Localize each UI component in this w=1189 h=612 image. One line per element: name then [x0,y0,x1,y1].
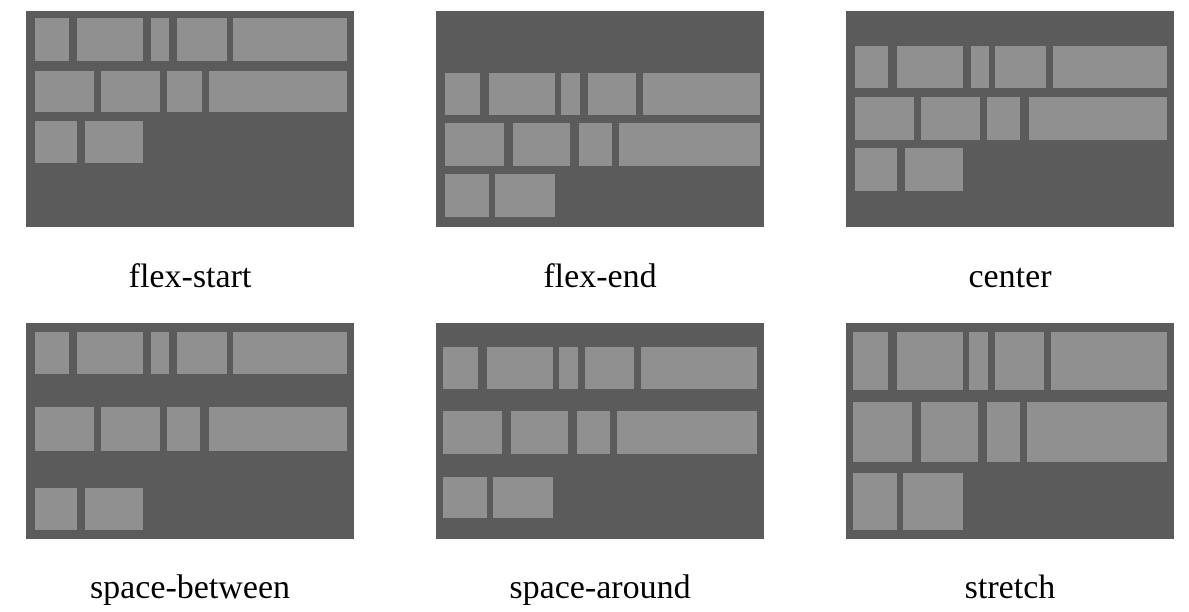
caption-space-between: space-between [89,569,291,606]
caption-space-around: space-around [509,569,691,606]
flex-item [35,71,94,112]
flex-item [167,71,202,112]
flex-item [493,477,553,518]
flex-item [995,46,1046,88]
flex-item [897,332,963,390]
panel-center [846,11,1174,227]
flex-item [101,71,160,112]
flex-item [151,18,169,61]
flex-item [585,347,634,389]
flex-item [853,473,897,530]
flex-item [855,46,888,88]
flex-item [487,347,553,389]
flex-item [1051,332,1167,390]
flex-item [1029,97,1167,140]
flex-item [85,488,143,530]
flex-item [35,121,77,163]
flex-item [588,73,636,115]
flex-item [85,121,143,163]
flex-item [177,18,227,61]
flex-item [445,174,489,217]
flex-item [643,73,760,115]
flex-item [167,407,200,451]
flex-item [1027,402,1167,462]
flex-item [969,332,988,390]
flex-item [559,347,578,389]
flex-item [1053,46,1167,88]
flex-item [987,97,1020,140]
flex-item [855,97,914,140]
flex-item [209,71,347,112]
flex-item [641,347,757,389]
flex-item [445,73,480,115]
flex-item [489,73,555,115]
flex-item [921,402,978,462]
flex-item [209,407,347,451]
flex-item [577,411,610,454]
caption-center: center [968,258,1052,295]
panel-space-around [436,323,764,539]
flex-item [971,46,989,88]
flex-item [853,402,912,462]
flex-item [855,148,897,191]
caption-flex-start: flex-start [128,258,252,295]
flex-item [513,123,570,166]
flex-item [35,332,69,374]
flex-item [35,488,77,530]
flex-item [233,332,347,374]
flex-item [443,347,478,389]
flex-item [579,123,612,166]
flex-item [921,97,980,140]
caption-flex-end: flex-end [543,258,657,295]
panel-flex-end [436,11,764,227]
flex-item [443,411,502,454]
panel-flex-start [26,11,354,227]
flex-item [619,123,760,166]
flex-item [151,332,169,374]
flex-item [995,332,1044,390]
flex-item [903,473,963,530]
flex-item [561,73,580,115]
flex-item [987,402,1020,462]
flex-item [77,18,143,61]
flex-item [233,18,347,61]
panel-space-between [26,323,354,539]
flex-item [35,407,94,451]
flex-item [617,411,757,454]
flex-item [177,332,227,374]
flex-item [495,174,555,217]
caption-stretch: stretch [964,569,1056,606]
flex-item [101,407,160,451]
flex-item [77,332,143,374]
flex-item [905,148,963,191]
flex-item [443,477,487,518]
flex-item [35,18,69,61]
flex-item [445,123,504,166]
flex-item [853,332,888,390]
flex-item [511,411,568,454]
flex-item [897,46,963,88]
panel-stretch [846,323,1174,539]
